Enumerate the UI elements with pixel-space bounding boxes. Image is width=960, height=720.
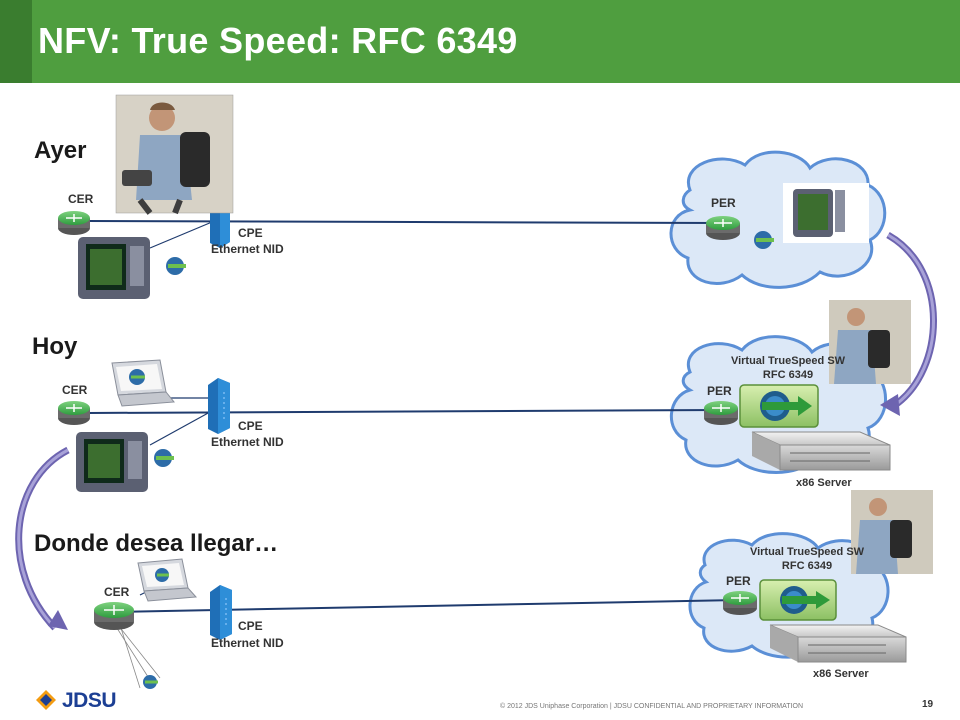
laptop-hoy	[111, 359, 175, 407]
label-cer-ayer: CER	[68, 192, 94, 206]
router-cer-hoy	[58, 401, 90, 425]
link-hoy	[87, 397, 723, 446]
label-nid-hoy: Ethernet NID	[211, 435, 284, 449]
label-virtual-sw-donde: Virtual TrueSpeed SW	[749, 546, 865, 558]
label-cer-hoy: CER	[62, 383, 88, 397]
title-bar-accent	[0, 0, 32, 83]
donde-tester-links	[114, 624, 161, 689]
label-server-donde: x86 Server	[813, 668, 869, 680]
tcp-box-hoy	[739, 384, 819, 428]
jdsu-logo-text: JDSU	[62, 689, 117, 712]
tester-ayer	[78, 237, 186, 299]
link-ayer-tester	[149, 221, 213, 249]
label-nid-ayer: Ethernet NID	[211, 242, 284, 256]
nid-hoy	[208, 378, 230, 434]
tcp-box-donde	[759, 579, 837, 621]
label-per-hoy: PER	[707, 384, 732, 398]
tester-hoy	[76, 432, 174, 492]
server-donde	[769, 624, 907, 663]
server-hoy	[751, 431, 891, 471]
link-donde	[113, 589, 739, 613]
label-cpe-ayer: CPE	[238, 226, 263, 240]
technician-photo-donde	[851, 490, 933, 574]
section-donde: Donde desea llegar…	[34, 530, 279, 557]
jdsu-logo-mark	[36, 690, 56, 710]
footer-copyright: © 2012 JDS Uniphase Corporation | JDSU C…	[500, 703, 804, 710]
link-ayer	[87, 220, 723, 224]
label-virtual-sw-hoy: Virtual TrueSpeed SW	[730, 355, 846, 367]
label-rfc-donde: RFC 6349	[781, 560, 833, 572]
page-number: 19	[922, 699, 934, 710]
label-per-donde: PER	[726, 574, 751, 588]
label-cer-donde: CER	[104, 585, 130, 599]
section-hoy: Hoy	[32, 333, 78, 360]
title-bar	[0, 0, 960, 83]
label-per-ayer: PER	[711, 196, 736, 210]
router-per-ayer	[706, 216, 740, 240]
label-nid-donde: Ethernet NID	[211, 636, 284, 650]
label-server-hoy: x86 Server	[796, 477, 852, 489]
arrow-left-curve	[15, 446, 70, 631]
label-cpe-hoy: CPE	[238, 419, 263, 433]
router-per-hoy	[704, 401, 738, 425]
arrow-right-curve	[880, 231, 937, 416]
small-tester-donde	[143, 675, 158, 689]
section-ayer: Ayer	[34, 137, 87, 164]
tester-per-ayer	[754, 183, 869, 249]
label-rfc-hoy: RFC 6349	[762, 369, 814, 381]
technician-photo-ayer	[115, 94, 234, 215]
technician-photo-hoy	[829, 300, 911, 384]
laptop-donde	[137, 558, 198, 602]
router-cer-ayer	[58, 211, 90, 235]
label-cpe-donde: CPE	[238, 619, 263, 633]
router-cer-donde	[94, 602, 134, 630]
page-title: NFV: True Speed: RFC 6349	[38, 20, 518, 61]
nid-donde	[210, 585, 232, 640]
router-per-donde	[723, 591, 757, 615]
